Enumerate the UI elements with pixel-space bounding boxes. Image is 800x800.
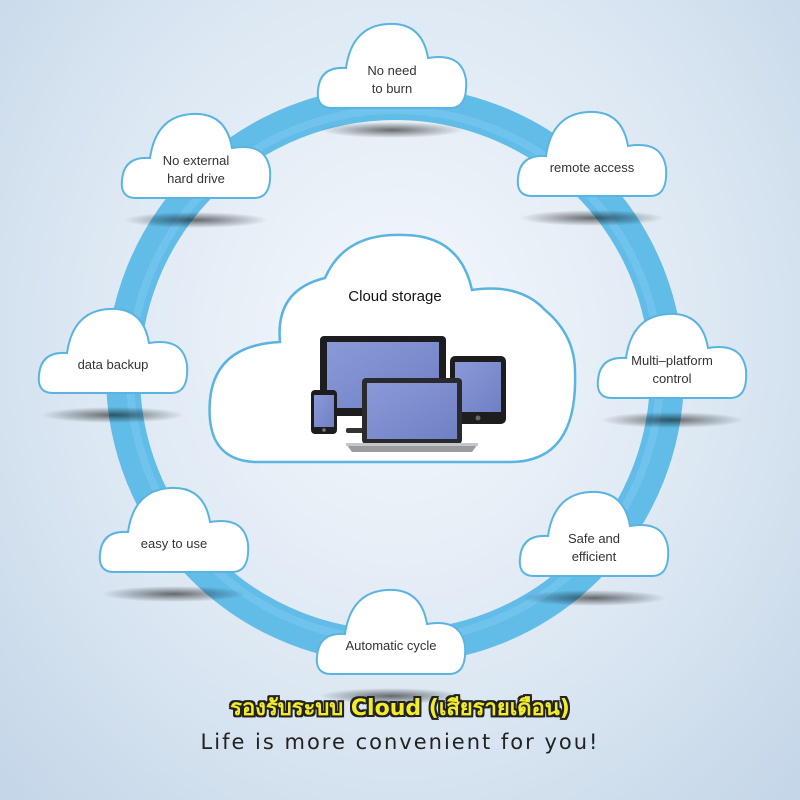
- tagline: Life is more convenient for you!: [200, 730, 600, 754]
- smartphone-icon: [311, 390, 337, 434]
- cloud-shadow: [600, 412, 744, 428]
- feature-cloud-data-backup: [37, 307, 189, 423]
- cloud-shape: [37, 307, 189, 394]
- feature-cloud-automatic-cycle: [315, 588, 467, 704]
- cloud-shape: [518, 490, 670, 577]
- cloud-shape: [315, 588, 467, 675]
- headline-thai: รองรับระบบ Cloud (เสียรายเดือน): [230, 696, 570, 721]
- cloud-shadow: [522, 590, 666, 606]
- cloud-shape: [120, 112, 272, 199]
- feature-label-safe-and-efficient: Safe and efficient: [567, 531, 621, 564]
- feature-cloud-easy-to-use: [98, 486, 250, 602]
- feature-label-multi-platform-control: Multi–platform control: [631, 353, 713, 386]
- feature-cloud-no-external-hard-drive: [120, 112, 272, 228]
- cloud-shadow: [124, 212, 268, 228]
- tablet-icon: [450, 356, 506, 424]
- feature-label-no-external-hard-drive: No external hard drive: [162, 153, 230, 186]
- cloud-shadow: [102, 586, 246, 602]
- central-cloud-title: Cloud storage: [348, 288, 442, 305]
- feature-label-data-backup: data backup: [77, 357, 149, 372]
- cloud-shape: [596, 312, 748, 399]
- cloud-shadow: [319, 688, 463, 704]
- cloud-shape: [516, 110, 668, 197]
- cloud-shape: [316, 22, 468, 109]
- cloud-shape: [98, 486, 250, 573]
- feature-cloud-multi-platform-control: [596, 312, 748, 428]
- cloud-shadow: [520, 210, 664, 226]
- feature-label-easy-to-use: easy to use: [140, 536, 208, 551]
- feature-label-automatic-cycle: Automatic cycle: [345, 638, 437, 653]
- laptop-icon: [346, 378, 478, 452]
- feature-label-remote-access: remote access: [549, 160, 635, 175]
- cloud-shadow: [41, 407, 185, 423]
- feature-cloud-no-need-to-burn: [316, 22, 468, 138]
- feature-label-no-need-to-burn: No need to burn: [367, 63, 417, 96]
- cloud-shadow: [320, 122, 464, 138]
- feature-cloud-remote-access: [516, 110, 668, 226]
- feature-cloud-safe-and-efficient: [518, 490, 670, 606]
